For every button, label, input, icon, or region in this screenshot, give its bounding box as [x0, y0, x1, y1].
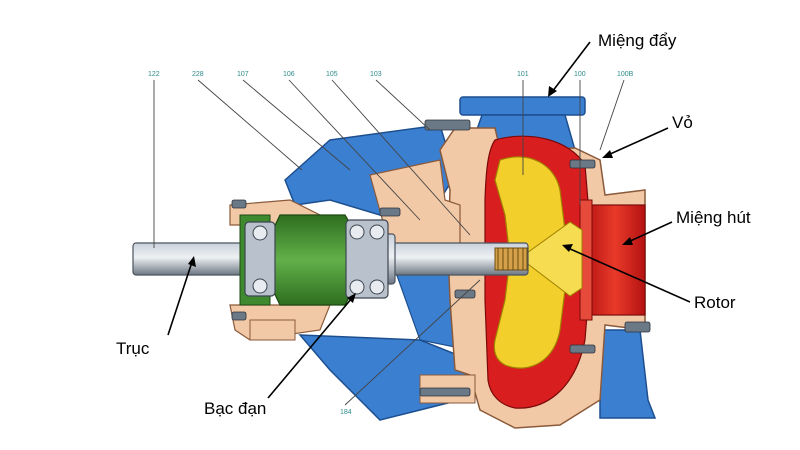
label-suction: Miệng hút — [676, 208, 751, 227]
part-number-122: 122 — [148, 71, 160, 78]
part-number-100: 100 — [574, 71, 586, 78]
part-number-184: 184 — [340, 409, 352, 416]
part-number-105: 105 — [326, 71, 338, 78]
label-discharge: Miệng đẩy — [598, 31, 677, 50]
suction-nozzle — [579, 199, 646, 321]
part-number-leaders — [153, 79, 625, 406]
part-number-103: 103 — [370, 71, 382, 78]
part-number-106: 106 — [283, 71, 295, 78]
part-number-228: 228 — [192, 71, 204, 78]
callout-labels: Miệng đẩy Vỏ Miệng hút Rotor Trục Bạc đạ… — [116, 31, 751, 418]
bearing-outboard — [244, 221, 276, 297]
part-number-101: 101 — [517, 71, 529, 78]
label-shaft: Trục — [116, 339, 150, 358]
callout-leaders — [167, 41, 691, 399]
label-bearing: Bạc đạn — [204, 399, 266, 418]
label-rotor: Rotor — [694, 293, 736, 312]
part-number-100b: 100B — [617, 71, 634, 78]
bearing-inboard — [345, 219, 389, 299]
bolts — [231, 119, 651, 397]
impeller-rotor — [493, 156, 583, 369]
label-casing: Vỏ — [672, 113, 693, 132]
part-numbers: 122 228 107 106 105 103 101 100 100B 184 — [148, 71, 634, 416]
part-number-107: 107 — [237, 71, 249, 78]
shaft-thread — [497, 248, 524, 270]
